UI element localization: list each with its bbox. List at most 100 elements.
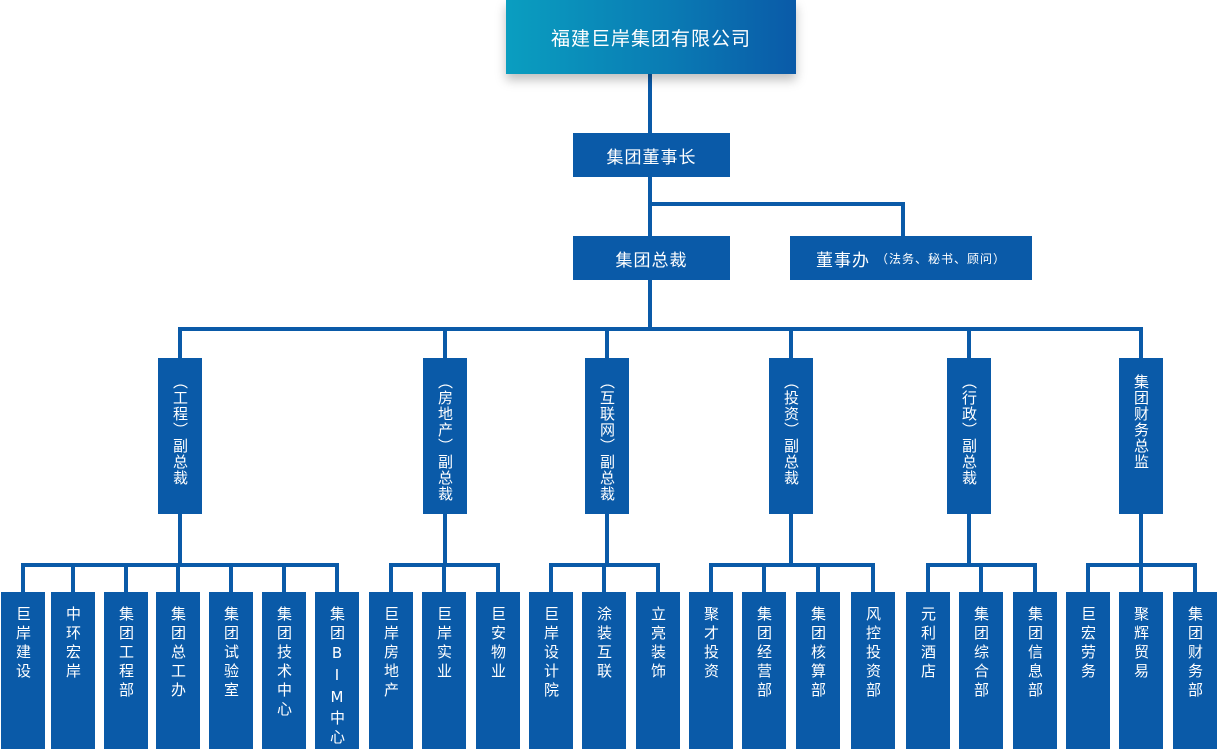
connector-leaf-1-1 (442, 563, 446, 592)
department-label: 集团财务部 (1186, 606, 1204, 701)
department-node[interactable]: 风控投资部 (851, 592, 895, 749)
department-node[interactable]: 集团经营部 (742, 592, 786, 749)
chairman-node[interactable]: 集团董事长 (573, 133, 730, 177)
department-label: 涂装互联 (595, 606, 613, 682)
department-label: 聚辉贸易 (1132, 606, 1150, 682)
department-node[interactable]: 集团总工办 (156, 592, 200, 749)
department-label: 集团BIM中心 (328, 606, 346, 748)
department-node[interactable]: 巨安物业 (476, 592, 520, 749)
chairman-label: 集团董事长 (606, 147, 697, 168)
department-label: 聚才投资 (702, 606, 720, 682)
connector-leaf-5-2 (1193, 563, 1197, 592)
connector-leaf-5-0 (1086, 563, 1090, 592)
department-label: 集团总工办 (169, 606, 187, 701)
department-node[interactable]: 涂装互联 (582, 592, 626, 749)
department-label: 集团经营部 (755, 606, 773, 701)
vp-label: 集团财务总监 (1132, 374, 1150, 470)
connector-leaf-0-6 (335, 563, 339, 592)
department-node[interactable]: 集团工程部 (104, 592, 148, 749)
board-office-note: （法务、秘书、顾问） (875, 251, 1006, 266)
connector-chairman-president (648, 177, 652, 236)
president-node[interactable]: 集团总裁 (573, 236, 730, 280)
department-node[interactable]: 集团核算部 (796, 592, 840, 749)
department-node[interactable]: 巨岸房地产 (369, 592, 413, 749)
vp-node-4[interactable]: （行政）副总裁 (947, 358, 991, 514)
department-node[interactable]: 集团综合部 (959, 592, 1003, 749)
connector-vp-3-up (789, 329, 793, 358)
department-label: 巨安物业 (489, 606, 507, 682)
vp-label: （工程）副总裁 (171, 374, 189, 486)
vp-node-3[interactable]: （投资）副总裁 (769, 358, 813, 514)
vp-node-1[interactable]: （房地产）副总裁 (423, 358, 467, 514)
connector-leaf-0-2 (124, 563, 128, 592)
connector-leaf-5-1 (1139, 563, 1143, 592)
connector-leaf-0-1 (71, 563, 75, 592)
vp-label: （行政）副总裁 (960, 374, 978, 486)
department-label: 中环宏岸 (64, 606, 82, 682)
connector-board-office-h (648, 202, 905, 206)
department-node[interactable]: 巨岸设计院 (529, 592, 573, 749)
connector-vp-0-down (178, 514, 182, 565)
board-office-node[interactable]: 董事办 （法务、秘书、顾问） (790, 236, 1032, 280)
department-label: 集团试验室 (222, 606, 240, 701)
department-node[interactable]: 巨宏劳务 (1066, 592, 1110, 749)
department-label: 风控投资部 (864, 606, 882, 701)
connector-vps-horizontal (178, 327, 1143, 331)
connector-vp-4-down (967, 514, 971, 565)
department-node[interactable]: 集团信息部 (1013, 592, 1057, 749)
connector-leaf-3-0 (709, 563, 713, 592)
connector-leaf-3-3 (871, 563, 875, 592)
root-node[interactable]: 福建巨岸集团有限公司 (506, 0, 796, 74)
connector-leaf-0-3 (176, 563, 180, 592)
department-label: 立亮装饰 (649, 606, 667, 682)
root-label: 福建巨岸集团有限公司 (550, 27, 751, 50)
connector-leaf-0-0 (21, 563, 25, 592)
department-label: 集团信息部 (1026, 606, 1044, 701)
vp-label: （投资）副总裁 (782, 374, 800, 486)
connector-vp-1-down (443, 514, 447, 565)
connector-leaf-2-2 (656, 563, 660, 592)
connector-leaves-0-h (21, 563, 339, 567)
department-label: 巨岸建设 (14, 606, 32, 682)
connector-vp-5-up (1139, 329, 1143, 358)
vp-label: （互联网）副总裁 (598, 374, 616, 502)
vp-label: （房地产）副总裁 (436, 374, 454, 502)
connector-leaf-1-2 (496, 563, 500, 592)
connector-vp-4-up (967, 329, 971, 358)
department-node[interactable]: 集团技术中心 (262, 592, 306, 749)
president-label: 集团总裁 (615, 250, 688, 271)
connector-leaf-0-4 (229, 563, 233, 592)
department-label: 巨岸设计院 (542, 606, 560, 701)
department-node[interactable]: 集团财务部 (1173, 592, 1217, 749)
connector-leaf-4-1 (979, 563, 983, 592)
department-label: 巨宏劳务 (1079, 606, 1097, 682)
department-label: 元利酒店 (919, 606, 937, 682)
connector-president-vps (648, 280, 652, 330)
connector-leaf-0-5 (282, 563, 286, 592)
connector-vp-0-up (178, 329, 182, 358)
department-node[interactable]: 立亮装饰 (636, 592, 680, 749)
department-node[interactable]: 巨岸实业 (422, 592, 466, 749)
connector-vp-2-down (605, 514, 609, 565)
connector-board-office-v (901, 202, 905, 236)
connector-root-chairman (648, 74, 652, 133)
department-label: 巨岸房地产 (382, 606, 400, 701)
connector-leaf-3-2 (816, 563, 820, 592)
department-node[interactable]: 元利酒店 (906, 592, 950, 749)
connector-vp-3-down (789, 514, 793, 565)
connector-leaf-4-0 (926, 563, 930, 592)
vp-node-2[interactable]: （互联网）副总裁 (585, 358, 629, 514)
vp-node-5[interactable]: 集团财务总监 (1119, 358, 1163, 514)
department-node[interactable]: 聚才投资 (689, 592, 733, 749)
vp-node-0[interactable]: （工程）副总裁 (158, 358, 202, 514)
department-node[interactable]: 集团试验室 (209, 592, 253, 749)
department-label: 巨岸实业 (435, 606, 453, 682)
department-node[interactable]: 中环宏岸 (51, 592, 95, 749)
connector-vp-5-down (1139, 514, 1143, 565)
department-node[interactable]: 巨岸建设 (1, 592, 45, 749)
department-node[interactable]: 集团BIM中心 (315, 592, 359, 749)
connector-leaf-2-1 (602, 563, 606, 592)
connector-leaf-2-0 (549, 563, 553, 592)
department-node[interactable]: 聚辉贸易 (1119, 592, 1163, 749)
department-label: 集团技术中心 (275, 606, 293, 720)
